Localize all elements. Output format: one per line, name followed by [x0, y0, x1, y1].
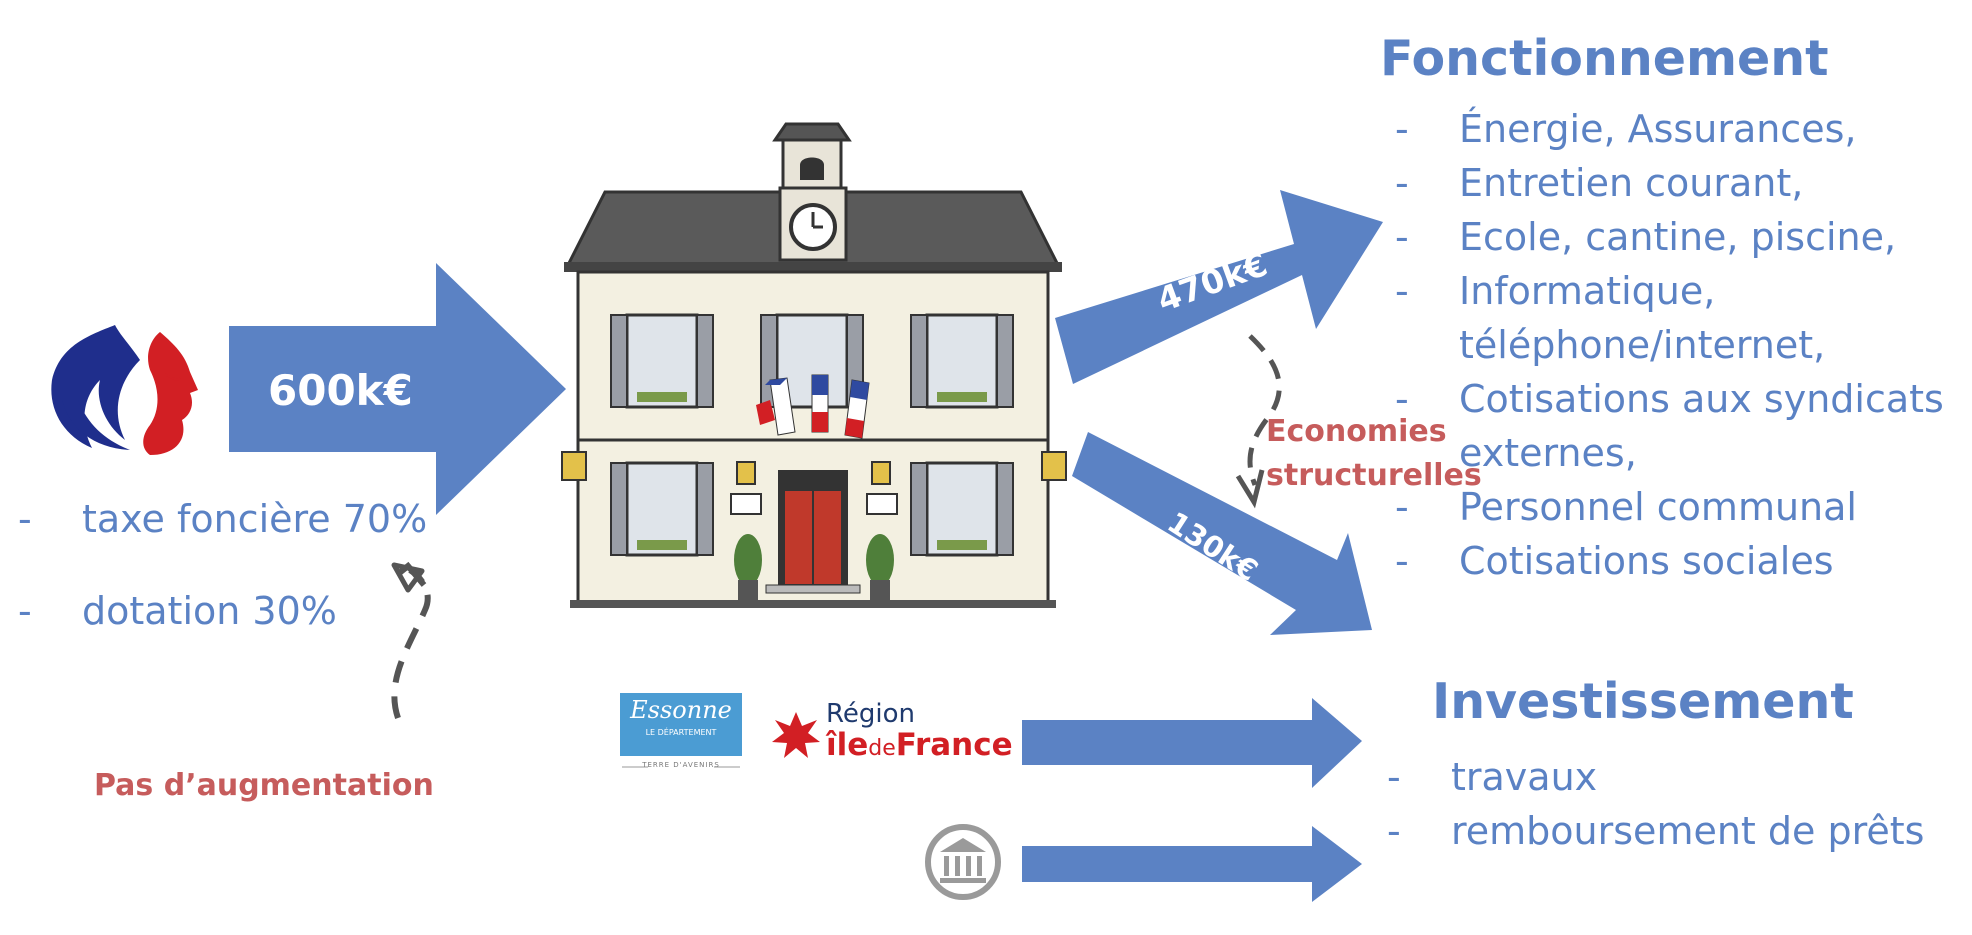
essonne-tagline: TERRE D'AVENIRS — [642, 761, 720, 769]
region-top: Région — [826, 699, 916, 729]
fonctionnement-item: Énergie, Assurances, — [1395, 102, 1944, 156]
inflow-list: taxe foncière 70% dotation 30% — [18, 473, 427, 657]
investissement-diagonal-arrow — [1072, 432, 1372, 635]
investissement-item-travaux: travaux — [1387, 750, 1924, 804]
region-de: de — [868, 736, 896, 761]
fonctionnement-item: Cotisations sociales — [1395, 534, 1944, 588]
bank-icon — [925, 824, 1001, 900]
essonne-subtitle: LE DÉPARTEMENT — [645, 728, 717, 737]
fonctionnement-item: Personnel communal — [1395, 480, 1944, 534]
bank-arrow — [1022, 826, 1362, 902]
region-arrow — [1022, 698, 1362, 788]
essonne-logo — [620, 693, 742, 768]
region-france: France — [895, 727, 1013, 763]
fonctionnement-item: Ecole, cantine, piscine, — [1395, 210, 1944, 264]
dashed-arrowhead-economies — [1235, 469, 1265, 509]
fonctionnement-item: téléphone/internet, — [1459, 323, 1826, 367]
region-ile: île — [826, 727, 869, 763]
inflow-amount: 600k€ — [268, 366, 413, 415]
inflow-item-tax: taxe foncière 70% — [18, 473, 427, 565]
fonctionnement-item: externes, — [1459, 431, 1637, 475]
fonctionnement-list: Énergie, Assurances,Entretien courant,Ec… — [1395, 102, 1944, 588]
marianne-icon — [51, 325, 198, 455]
fonctionnement-arrow — [1055, 190, 1383, 384]
investissement-list: travaux remboursement de prêts — [1387, 750, 1924, 858]
region-bottom: îledeFrance — [826, 728, 1013, 766]
region-logo-text: Région îledeFrance — [826, 700, 1013, 766]
essonne-script: Essonne — [630, 696, 732, 724]
town-hall-illustration — [561, 122, 1067, 608]
investissement-title: Investissement — [1432, 673, 1854, 730]
fonctionnement-item: Cotisations aux syndicats — [1395, 372, 1944, 426]
no-increase-note: Pas d’augmentation — [94, 768, 434, 803]
economies-line-1: Economies — [1266, 414, 1447, 449]
economies-line-2: structurelles — [1266, 458, 1482, 493]
inflow-item-dotation: dotation 30% — [18, 565, 427, 657]
inflow-arrow — [229, 263, 566, 515]
investissement-item-remboursement: remboursement de prêts — [1387, 804, 1924, 858]
essonne-logo-text: Essonne LE DÉPARTEMENT — [620, 693, 742, 756]
region-star-icon — [772, 712, 820, 758]
fonctionnement-item: Entretien courant, — [1395, 156, 1944, 210]
dashed-arrow-economies — [1247, 334, 1282, 486]
economies-label: Economies structurelles — [1266, 410, 1482, 498]
fonctionnement-title: Fonctionnement — [1380, 30, 1829, 87]
fonctionnement-item: Informatique, — [1395, 264, 1944, 318]
